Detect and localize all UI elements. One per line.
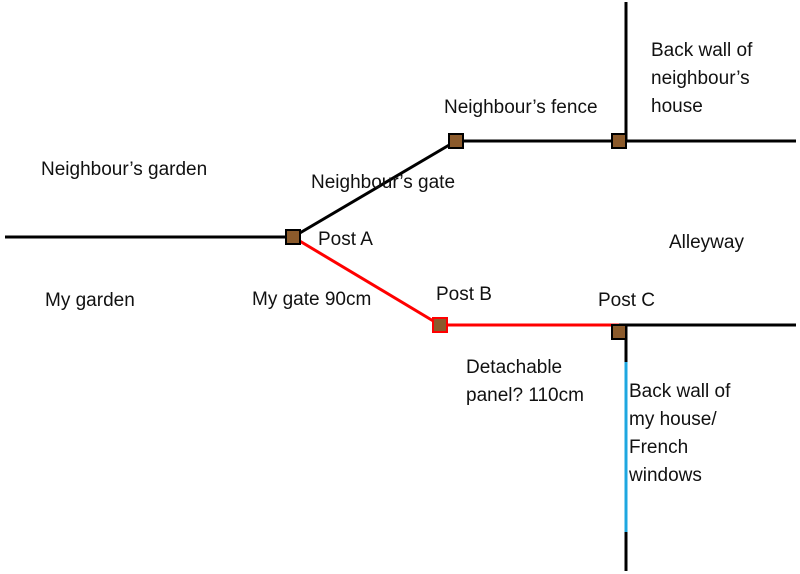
neighbours-gate-label: Neighbour’s gate xyxy=(311,172,456,193)
neighbours-garden-label: Neighbour’s garden xyxy=(41,159,208,180)
my-garden-label: My garden xyxy=(45,290,135,311)
post-b-label: Post B xyxy=(436,284,492,305)
fence-post-left-marker xyxy=(448,133,464,149)
back-wall-mine-label-1: Back wall of xyxy=(629,381,731,402)
neighbours-fence-label: Neighbour’s fence xyxy=(444,97,598,118)
back-wall-neighbour-label-3: house xyxy=(651,96,703,117)
detachable-panel-label-2: panel? 110cm xyxy=(466,385,584,406)
back-wall-mine-label-4: windows xyxy=(629,465,702,486)
post-b-marker xyxy=(432,317,448,333)
post-a-marker xyxy=(285,229,301,245)
post-c-label: Post C xyxy=(598,290,656,311)
back-wall-mine-label-2: my house/ xyxy=(629,409,717,430)
neighbours-gate-line xyxy=(292,139,457,239)
detachable-panel-label-1: Detachable xyxy=(466,357,563,378)
post-c-marker xyxy=(611,324,627,340)
back-wall-mine-label-3: French xyxy=(629,437,689,458)
my-gate-label: My gate 90cm xyxy=(252,289,372,310)
back-wall-neighbour-label-1: Back wall of xyxy=(651,40,753,61)
post-a-label: Post A xyxy=(318,229,373,250)
fence-post-right-marker xyxy=(611,133,627,149)
back-wall-neighbour-label-2: neighbour’s xyxy=(651,68,750,89)
alleyway-label: Alleyway xyxy=(669,232,744,253)
my-gate-line xyxy=(292,235,441,327)
